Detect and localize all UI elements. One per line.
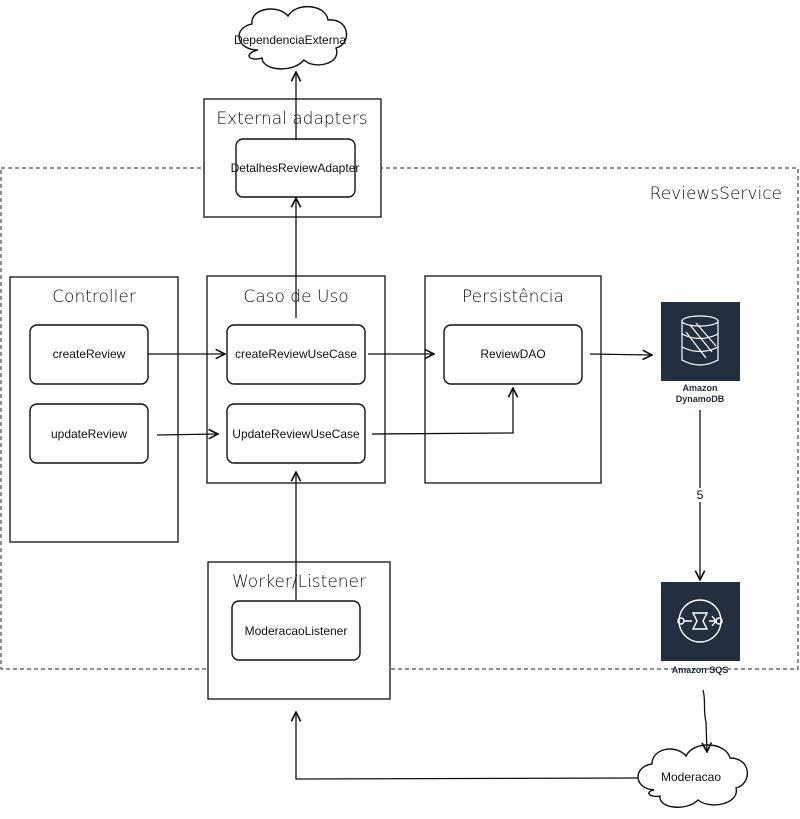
edge-moderacao-to-worker (296, 712, 639, 780)
create-review-use-case-box[interactable] (226, 324, 366, 385)
external-adapters-label: External adapters (216, 109, 367, 129)
edge-label: 5 (697, 488, 704, 502)
sqs-icon (661, 582, 740, 661)
sqs-node[interactable]: Amazon SQS (661, 582, 740, 675)
dynamodb-label-line1: Amazon (682, 383, 717, 393)
detalhes-review-adapter-label: DetalhesReviewAdapter (231, 161, 360, 175)
dynamodb-label-line2: DynamoDB (676, 394, 725, 404)
edge-dao-to-dynamodb (589, 354, 652, 355)
create-review-label: createReview (53, 347, 126, 361)
persistencia-label: Persistência (462, 287, 564, 307)
edge-label-bg (694, 488, 706, 502)
moderacao-listener-box[interactable] (231, 600, 361, 661)
edge-update-review-to-use-case (156, 434, 218, 435)
reviews-service-label: ReviewsService (650, 184, 782, 204)
update-review-box[interactable] (29, 403, 149, 464)
worker-listener-label: Worker/Listener (232, 572, 366, 592)
sqs-label: Amazon SQS (672, 665, 729, 675)
update-review-label: updateReview (51, 427, 127, 441)
dynamodb-node[interactable]: Amazon DynamoDB (661, 302, 740, 404)
reviews-service-boundary (0, 167, 799, 670)
dynamodb-glyph (681, 315, 719, 366)
review-dao-box[interactable] (443, 324, 583, 385)
moderacao-cloud[interactable]: Moderacao (637, 744, 749, 808)
sqs-glyph (677, 599, 723, 643)
controller-label: Controller (52, 287, 136, 307)
update-review-use-case-box[interactable] (226, 403, 366, 464)
edge-sqs-to-moderacao (703, 689, 707, 752)
dynamodb-icon (661, 302, 740, 381)
moderacao-listener-label: ModeracaoListener (245, 624, 348, 638)
moderacao-label: Moderacao (661, 770, 721, 784)
update-review-use-case-label: UpdateReviewUseCase (232, 427, 360, 441)
dependencia-externa-cloud[interactable]: DependenciaExterna (234, 6, 348, 70)
create-review-use-case-label: createReviewUseCase (235, 347, 357, 361)
dependencia-externa-label: DependenciaExterna (234, 33, 346, 47)
edge-update-use-case-to-dao (371, 388, 513, 435)
review-dao-label: ReviewDAO (480, 347, 545, 361)
